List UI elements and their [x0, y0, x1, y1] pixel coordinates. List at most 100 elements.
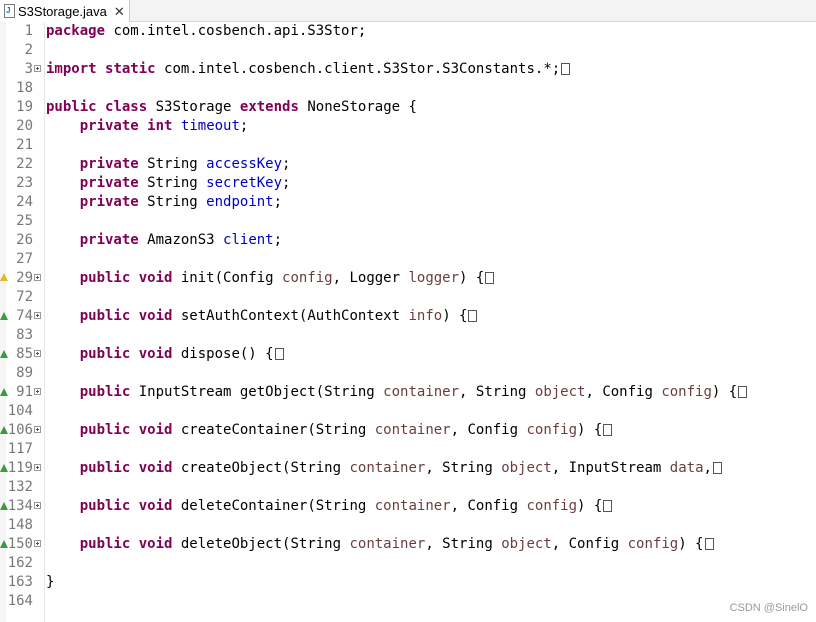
- line-number: 21: [16, 137, 33, 153]
- code-token: ;: [273, 232, 283, 248]
- code-line[interactable]: 104: [0, 402, 816, 421]
- fold-expand-icon[interactable]: [34, 464, 41, 471]
- code-line[interactable]: 23 private String secretKey;: [0, 174, 816, 193]
- code-token: ) {: [459, 270, 485, 286]
- code-token: void: [138, 422, 173, 438]
- code-token: config: [627, 536, 679, 552]
- code-line[interactable]: 134 public void deleteContainer(String c…: [0, 497, 816, 516]
- code-token: container: [374, 498, 451, 514]
- code-line[interactable]: 74 public void setAuthContext(AuthContex…: [0, 307, 816, 326]
- code-line[interactable]: 21: [0, 136, 816, 155]
- code-token: [130, 536, 138, 552]
- collapsed-block-icon[interactable]: [738, 386, 748, 398]
- code-text: private String secretKey;: [46, 174, 291, 193]
- code-token: com.intel.cosbench.api.S3Stor;: [105, 23, 367, 39]
- code-line[interactable]: 89: [0, 364, 816, 383]
- code-token: import: [46, 61, 97, 77]
- code-token: deleteContainer(String: [172, 498, 375, 514]
- line-number: 72: [16, 289, 33, 305]
- code-line[interactable]: 20 private int timeout;: [0, 117, 816, 136]
- fold-expand-icon[interactable]: [34, 274, 41, 281]
- override-marker-icon[interactable]: [0, 464, 8, 472]
- code-token: public: [79, 498, 131, 514]
- override-marker-icon[interactable]: [0, 426, 8, 434]
- code-token: setAuthContext(AuthContext: [172, 308, 409, 324]
- code-text: public void deleteContainer(String conta…: [46, 497, 613, 516]
- fold-expand-icon[interactable]: [34, 312, 41, 319]
- code-line[interactable]: 132: [0, 478, 816, 497]
- override-marker-icon[interactable]: [0, 350, 8, 358]
- close-icon[interactable]: ✕: [113, 3, 125, 19]
- code-line[interactable]: 164: [0, 592, 816, 611]
- fold-expand-icon[interactable]: [34, 388, 41, 395]
- code-line[interactable]: 85 public void dispose() {: [0, 345, 816, 364]
- fold-expand-icon[interactable]: [34, 350, 41, 357]
- code-token: config: [661, 384, 712, 400]
- code-token: [46, 175, 80, 191]
- code-line[interactable]: 18: [0, 79, 816, 98]
- fold-expand-icon[interactable]: [34, 65, 41, 72]
- code-token: info: [408, 308, 443, 324]
- code-line[interactable]: 25: [0, 212, 816, 231]
- code-line[interactable]: 117: [0, 440, 816, 459]
- code-line[interactable]: 163}: [0, 573, 816, 592]
- code-text: public void createContainer(String conta…: [46, 421, 613, 440]
- code-token: [130, 308, 138, 324]
- code-token: void: [138, 346, 173, 362]
- code-line[interactable]: 106 public void createContainer(String c…: [0, 421, 816, 440]
- collapsed-block-icon[interactable]: [468, 310, 478, 322]
- code-token: , String: [425, 460, 502, 476]
- collapsed-block-icon[interactable]: [704, 538, 714, 550]
- code-token: config: [526, 422, 578, 438]
- code-line[interactable]: 24 private String endpoint;: [0, 193, 816, 212]
- code-token: timeout: [180, 118, 240, 134]
- code-text: private AmazonS3 client;: [46, 231, 282, 250]
- collapsed-block-icon[interactable]: [274, 348, 284, 360]
- override-marker-icon[interactable]: [0, 312, 8, 320]
- collapsed-block-icon[interactable]: [485, 272, 495, 284]
- code-line[interactable]: 29 public void init(Config config, Logge…: [0, 269, 816, 288]
- collapsed-block-icon[interactable]: [712, 462, 722, 474]
- fold-expand-icon[interactable]: [34, 426, 41, 433]
- code-line[interactable]: 72: [0, 288, 816, 307]
- code-line[interactable]: 148: [0, 516, 816, 535]
- fold-expand-icon[interactable]: [34, 502, 41, 509]
- code-token: [46, 232, 80, 248]
- override-marker-icon[interactable]: [0, 540, 8, 548]
- code-token: String: [138, 194, 207, 210]
- line-number: 85: [16, 346, 33, 362]
- override-marker-icon[interactable]: [0, 388, 8, 396]
- code-line[interactable]: 22 private String accessKey;: [0, 155, 816, 174]
- code-line[interactable]: 27: [0, 250, 816, 269]
- code-token: ;: [282, 156, 291, 172]
- code-line[interactable]: 162: [0, 554, 816, 573]
- code-line[interactable]: 119 public void createObject(String cont…: [0, 459, 816, 478]
- java-file-icon: J: [3, 4, 15, 18]
- tab-s3storage-java[interactable]: J S3Storage.java ✕: [0, 0, 130, 22]
- code-token: extends: [239, 99, 299, 115]
- code-token: client: [223, 232, 274, 248]
- code-token: AmazonS3: [138, 232, 224, 248]
- code-line[interactable]: 26 private AmazonS3 client;: [0, 231, 816, 250]
- code-token: [46, 498, 80, 514]
- line-number: 24: [16, 194, 33, 210]
- collapsed-block-icon[interactable]: [603, 424, 613, 436]
- code-line[interactable]: 150 public void deleteObject(String cont…: [0, 535, 816, 554]
- collapsed-block-icon[interactable]: [561, 63, 571, 75]
- code-line[interactable]: 2: [0, 41, 816, 60]
- code-text: public void init(Config config, Logger l…: [46, 269, 495, 288]
- override-marker-icon[interactable]: [0, 502, 8, 510]
- line-number: 91: [16, 384, 33, 400]
- warning-marker-icon[interactable]: [0, 273, 8, 281]
- code-token: createContainer(String: [172, 422, 375, 438]
- fold-expand-icon[interactable]: [34, 540, 41, 547]
- code-token: NoneStorage {: [298, 99, 417, 115]
- code-line[interactable]: 83: [0, 326, 816, 345]
- line-number: 119: [7, 460, 33, 476]
- code-line[interactable]: 91 public InputStream getObject(String c…: [0, 383, 816, 402]
- collapsed-block-icon[interactable]: [603, 500, 613, 512]
